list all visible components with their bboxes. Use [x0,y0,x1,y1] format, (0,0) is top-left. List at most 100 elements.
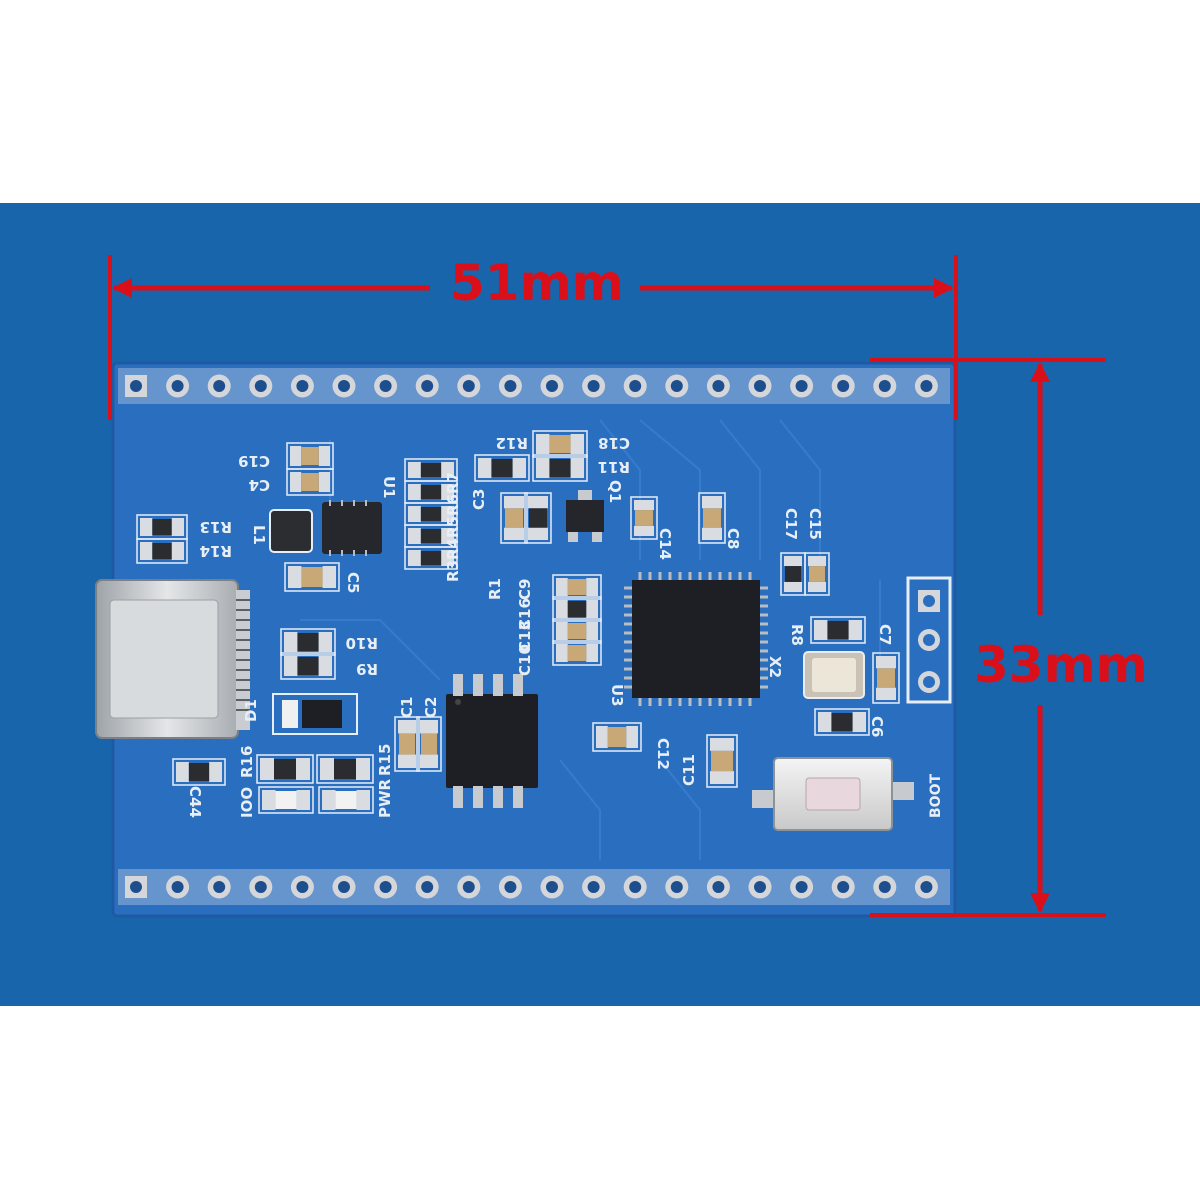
smd-component [256,754,314,784]
label-r16: R16 [238,746,256,778]
smd-component [318,786,374,814]
smd-component [552,640,602,666]
label-ioo: IOO [238,787,256,818]
smd-component [404,502,458,526]
bottom-header-pad [582,875,606,899]
label-r14: R14 [200,542,232,560]
top-header-pad [498,374,522,398]
top-header-pad [415,374,439,398]
label-c7: C7 [876,624,894,645]
smd-component [630,496,658,540]
bottom-header-pad [457,875,481,899]
top-header-pad [207,374,231,398]
smd-component [592,722,642,752]
label-pwr: PWR [376,778,394,818]
usb-c-connector [95,579,250,739]
smd-passives [136,430,900,814]
bottom-header-pad [166,875,190,899]
top-header-pad [374,374,398,398]
label-c18: C18 [598,434,630,452]
label-r11: R11 [598,458,630,476]
diode-d1 [272,693,358,735]
label-r1: R1 [486,578,504,600]
smd-component [280,628,336,656]
smd-component [404,546,458,570]
label-c9: C9 [516,579,534,600]
smd-component [136,514,188,540]
bottom-header-pad [290,875,314,899]
label-r15: R15 [376,744,394,776]
label-r10: R10 [346,634,378,652]
smd-component [706,734,738,788]
label-r9: R9 [356,660,378,678]
top-header-pad [166,374,190,398]
top-header-pad [790,374,814,398]
smd-component [258,786,314,814]
bottom-header-pad [415,875,439,899]
flash-chip [446,674,538,808]
smd-component [524,492,552,544]
label-c16: C16 [516,598,534,630]
label-c17: C17 [782,508,800,540]
bottom-header-pad [873,875,897,899]
label-c6: C6 [868,716,886,737]
label-c8: C8 [724,528,742,549]
label-c12: C12 [654,738,672,770]
top-header-pad [249,374,273,398]
label-c44: C44 [186,786,204,818]
smd-component [172,758,226,786]
bottom-header-pad [623,875,647,899]
label-r12: R12 [496,434,528,452]
top-header-pad [706,374,730,398]
smd-component [872,652,900,704]
bottom-header-pad [914,875,938,899]
label-r13: R13 [200,518,232,536]
smd-component [814,708,870,736]
smd-component [286,468,334,496]
smd-component [474,454,530,482]
bottom-header-pad [748,875,772,899]
top-header-pad [623,374,647,398]
bottom-header-pad [374,875,398,899]
smd-component [316,754,374,784]
label-u3: U3 [608,684,626,707]
label-c14: C14 [656,528,674,560]
label-c13: C13 [516,620,534,652]
label-x2: X2 [766,656,784,678]
smd-component [698,492,726,544]
smd-component [404,524,458,548]
dimension-annotations [108,255,1106,917]
smd-component [552,574,602,600]
smd-component [552,596,602,622]
boot-button [752,757,914,831]
silkscreen-labels: C19 C4 U1 R13 R14 L1 C5 R12 C18 R11 Q1 R… [186,434,944,818]
bottom-header-pad [125,876,147,898]
bottom-header-pad [665,875,689,899]
smd-component [532,430,588,458]
label-c3: C3 [470,489,488,510]
label-c2: C2 [422,697,440,718]
top-header-pad [873,374,897,398]
smd-component [532,454,588,482]
label-l1: L1 [250,525,268,545]
width-dimension-label: 51mm [450,254,624,312]
bottom-header-pad [706,875,730,899]
label-c4: C4 [249,476,270,494]
label-d1: D1 [242,699,260,722]
top-header-pad [748,374,772,398]
label-c11: C11 [680,754,698,786]
u1-chip [322,500,382,556]
smd-component [500,492,528,544]
bottom-header-pad [207,875,231,899]
top-header-pad [290,374,314,398]
top-header-pad [582,374,606,398]
inductor-l1 [269,509,313,553]
bottom-header-pad [540,875,564,899]
bottom-pin-header [125,875,938,899]
label-r3r4r5r6r7: R3R4R5R6R7 [444,472,462,582]
smd-component [780,552,806,596]
label-c10: C10 [516,644,534,676]
label-r8: R8 [788,624,806,646]
top-header-pad [831,374,855,398]
